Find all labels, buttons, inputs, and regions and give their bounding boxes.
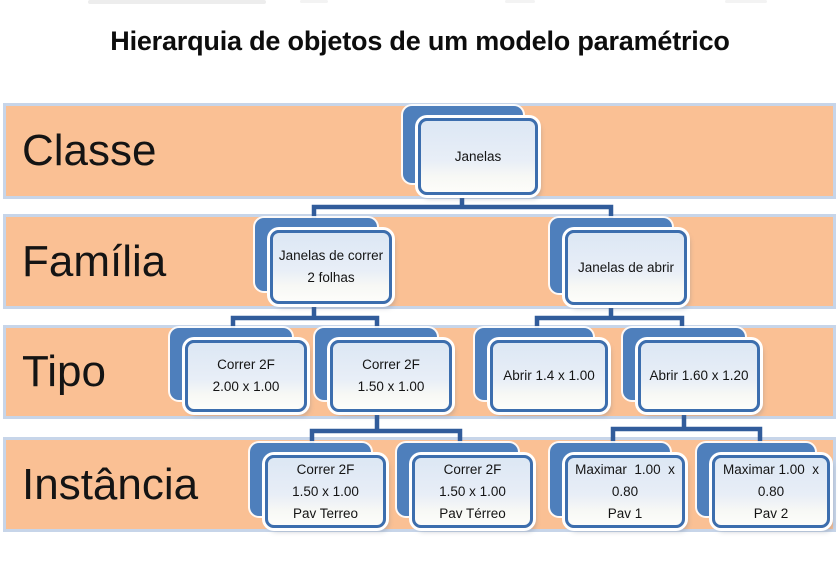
card-text-line: Abrir 1.4 x 1.00 <box>503 368 595 383</box>
card-front: Janelas de correr 2 folhas <box>270 230 392 304</box>
card-text-line: Maximar 1.00 x <box>575 461 675 477</box>
card-text-line: Pav Terreo <box>292 505 359 521</box>
card-text-line: 2 folhas <box>307 270 355 285</box>
band-label-classe: Classe <box>22 126 157 175</box>
card-text-line: Janelas de abrir <box>577 259 675 275</box>
card-front: Abrir 1.4 x 1.00 <box>490 340 608 412</box>
card-text-line: Correr 2F <box>217 357 275 372</box>
top-crop-remnant <box>725 0 767 3</box>
card-text-line: 1.50 x 1.00 <box>292 483 359 499</box>
band-label-instancia: Instância <box>22 459 199 509</box>
card-text-line: Abrir 1.60 x 1.20 <box>649 368 749 383</box>
card-text-line: Janelas <box>454 148 502 164</box>
card-text-line: Correr 2F <box>296 461 355 477</box>
card-text-line: 0.80 <box>611 483 639 499</box>
card-text-line: Pav Térreo <box>439 505 506 521</box>
card-text-line: Maximar 1.00 x <box>722 461 820 477</box>
card-text-line: 2.00 x 1.00 <box>212 379 280 394</box>
card-front: Abrir 1.60 x 1.20 <box>638 340 760 412</box>
card-text-line: 1.50 x 1.00 <box>439 483 506 499</box>
card-front: Janelas <box>418 118 538 195</box>
card-front: Correr 2F 1.50 x 1.00 Pav Terreo <box>265 455 386 528</box>
card-text-line: Correr 2F <box>362 357 420 372</box>
card-text-line: Pav 1 <box>607 505 643 521</box>
card-text-line: 1.50 x 1.00 <box>357 379 425 394</box>
card-front: Correr 2F 2.00 x 1.00 <box>185 340 307 412</box>
card-front: Maximar 1.00 x 0.80 Pav 2 <box>712 455 830 528</box>
card-front: Janelas de abrir <box>565 230 687 305</box>
band-label-tipo: Tipo <box>22 347 106 396</box>
card-text-line: Correr 2F <box>443 461 502 477</box>
card-text-line: Pav 2 <box>753 505 789 521</box>
card-front: Correr 2F 1.50 x 1.00 <box>330 340 452 412</box>
band-label-familia: Família <box>22 236 167 286</box>
page-title: Hierarquia de objetos de um modelo param… <box>110 26 730 56</box>
card-text-line: 0.80 <box>757 483 785 499</box>
top-crop-remnant <box>88 0 266 4</box>
band-familia: Família <box>3 214 836 309</box>
card-front: Correr 2F 1.50 x 1.00 Pav Térreo <box>412 455 533 528</box>
card-text-line: Janelas de correr <box>278 248 384 263</box>
top-crop-remnant <box>505 0 535 3</box>
card-front: Maximar 1.00 x 0.80 Pav 1 <box>565 455 685 528</box>
top-crop-remnant <box>300 0 328 3</box>
